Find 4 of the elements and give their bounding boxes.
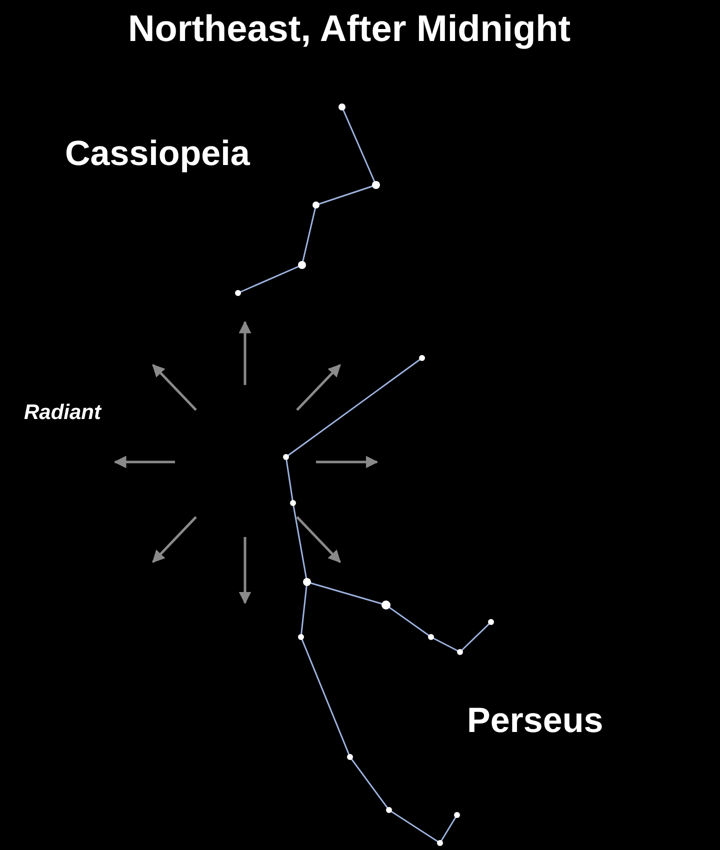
constellation-label: Perseus [467, 703, 604, 738]
radiant-label: Radiant [24, 402, 102, 423]
constellation-label: Cassiopeia [65, 136, 250, 171]
chart-title: Northeast, After Midnight [128, 10, 571, 47]
